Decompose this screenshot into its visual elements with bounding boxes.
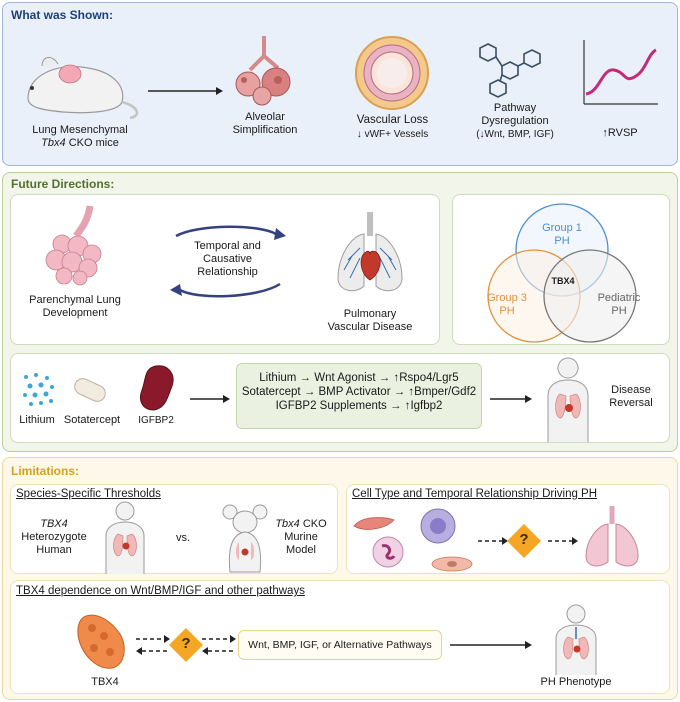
mouse-label-line1: Lung Mesenchymal xyxy=(32,124,128,136)
question-mark-cell: ? xyxy=(519,531,529,548)
section-title-future: Future Directions: xyxy=(11,177,115,191)
mouse-label-line2: Tbx4 CKO mice xyxy=(20,137,140,150)
cko-murine-model-text: CKO Murine Model xyxy=(284,518,327,556)
section-title-limitations: Limitations: xyxy=(11,464,79,478)
ph-phenotype-label: PH Phenotype xyxy=(540,676,612,688)
vessel-cross-section-icon xyxy=(355,36,429,110)
vascular-loss-subtitle: ↓ vWF+ Vessels xyxy=(356,129,429,140)
vs-label: vs. xyxy=(175,532,191,544)
venn-pediatric-label: Pediatric PH xyxy=(597,292,641,317)
arrow-right-icon xyxy=(490,395,532,403)
venn-diagram xyxy=(487,203,637,343)
pill-icon xyxy=(74,378,106,402)
venn-group1-label: Group 1 PH xyxy=(542,222,582,247)
venn-group3-label: Group 3 PH xyxy=(487,292,527,317)
heterozygote-human-text: Heterozygote Human xyxy=(21,531,87,556)
mouse-front-icon xyxy=(222,504,268,573)
pathway-dysregulation-title: Pathway Dysregulation xyxy=(481,102,549,127)
murine-label: Tbx4 CKO Murine Model xyxy=(270,518,332,557)
temporal-relationship-label: Temporal and Causative Relationship xyxy=(194,240,261,278)
cells-icon xyxy=(353,508,473,572)
question-mark-pathway: ? xyxy=(181,635,191,652)
cycle-arrows-icon xyxy=(170,225,286,298)
species-title: Species-Specific Thresholds xyxy=(16,488,161,500)
dashed-arrow-icon xyxy=(548,537,578,545)
human-torso-icon xyxy=(105,501,145,574)
bidirectional-dashed-arrows-icon xyxy=(136,635,236,655)
mouse-icon xyxy=(27,57,139,120)
venn-center-label: TBX4 xyxy=(551,276,575,286)
therapy-line-sotatercept: Sotatercept → BMP Activator → ↑Bmper/Gdf… xyxy=(241,386,477,398)
question-diamond-icon xyxy=(507,524,541,558)
alveolar-label: Alveolar Simplification xyxy=(232,111,298,136)
tbx4-protein-icon xyxy=(77,614,125,669)
therapy-pathway-box: Lithium → Wnt Agonist → ↑Rspo4/Lgr5 Sota… xyxy=(236,363,482,429)
parenchymal-label: Parenchymal Lung Development xyxy=(29,294,121,319)
lung-alveoli-cluster-icon xyxy=(45,205,102,286)
lungs-icon xyxy=(585,506,639,567)
tbx4-human-italic: TBX4 xyxy=(40,518,68,530)
cko-mice-text: CKO mice xyxy=(65,137,119,149)
alveoli-icon xyxy=(235,36,291,106)
lithium-label: Lithium xyxy=(19,414,55,426)
arrow-right-icon xyxy=(190,395,230,403)
rvsp-curve-icon xyxy=(583,40,658,105)
sotatercept-label: Sotatercept xyxy=(63,414,121,426)
section-title-shown: What was Shown: xyxy=(11,8,113,22)
lithium-dots-icon xyxy=(23,373,54,406)
arrow-right-icon xyxy=(148,87,223,95)
human-torso-icon xyxy=(555,604,597,675)
human-torso-icon xyxy=(547,357,589,442)
arrow-right-icon xyxy=(450,641,532,649)
tbx4-italic: Tbx4 xyxy=(41,137,66,149)
disease-reversal-label: Disease Reversal xyxy=(609,384,653,409)
pulmonary-vascular-label: Pulmonary Vascular Disease xyxy=(327,308,413,333)
vascular-loss-title: Vascular Loss xyxy=(356,114,429,126)
cell-type-title: Cell Type and Temporal Relationship Driv… xyxy=(352,488,598,500)
question-diamond-icon xyxy=(169,628,203,662)
species-card xyxy=(10,484,338,574)
dashed-arrow-icon xyxy=(478,537,508,545)
rvsp-label: ↑RVSP xyxy=(602,127,638,139)
igfbp2-label: IGFBP2 xyxy=(138,415,174,426)
protein-blob-icon xyxy=(140,365,174,411)
alternative-pathways-box: Wnt, BMP, IGF, or Alternative Pathways xyxy=(238,630,442,660)
therapy-line-igfbp2: IGFBP2 Supplements → ↑Igfbp2 xyxy=(275,400,443,412)
pathway-dysregulation-subtitle: (↓Wnt, BMP, IGF) xyxy=(476,129,554,140)
lungs-heart-icon xyxy=(337,212,403,292)
molecule-icon xyxy=(479,43,541,98)
dependence-title: TBX4 dependence on Wnt/BMP/IGF and other… xyxy=(16,585,305,597)
therapy-line-lithium: Lithium → Wnt Agonist → ↑Rspo4/Lgr5 xyxy=(259,372,459,384)
tbx4-murine-italic: Tbx4 xyxy=(275,518,300,530)
tbx4-label: TBX4 xyxy=(91,676,119,688)
